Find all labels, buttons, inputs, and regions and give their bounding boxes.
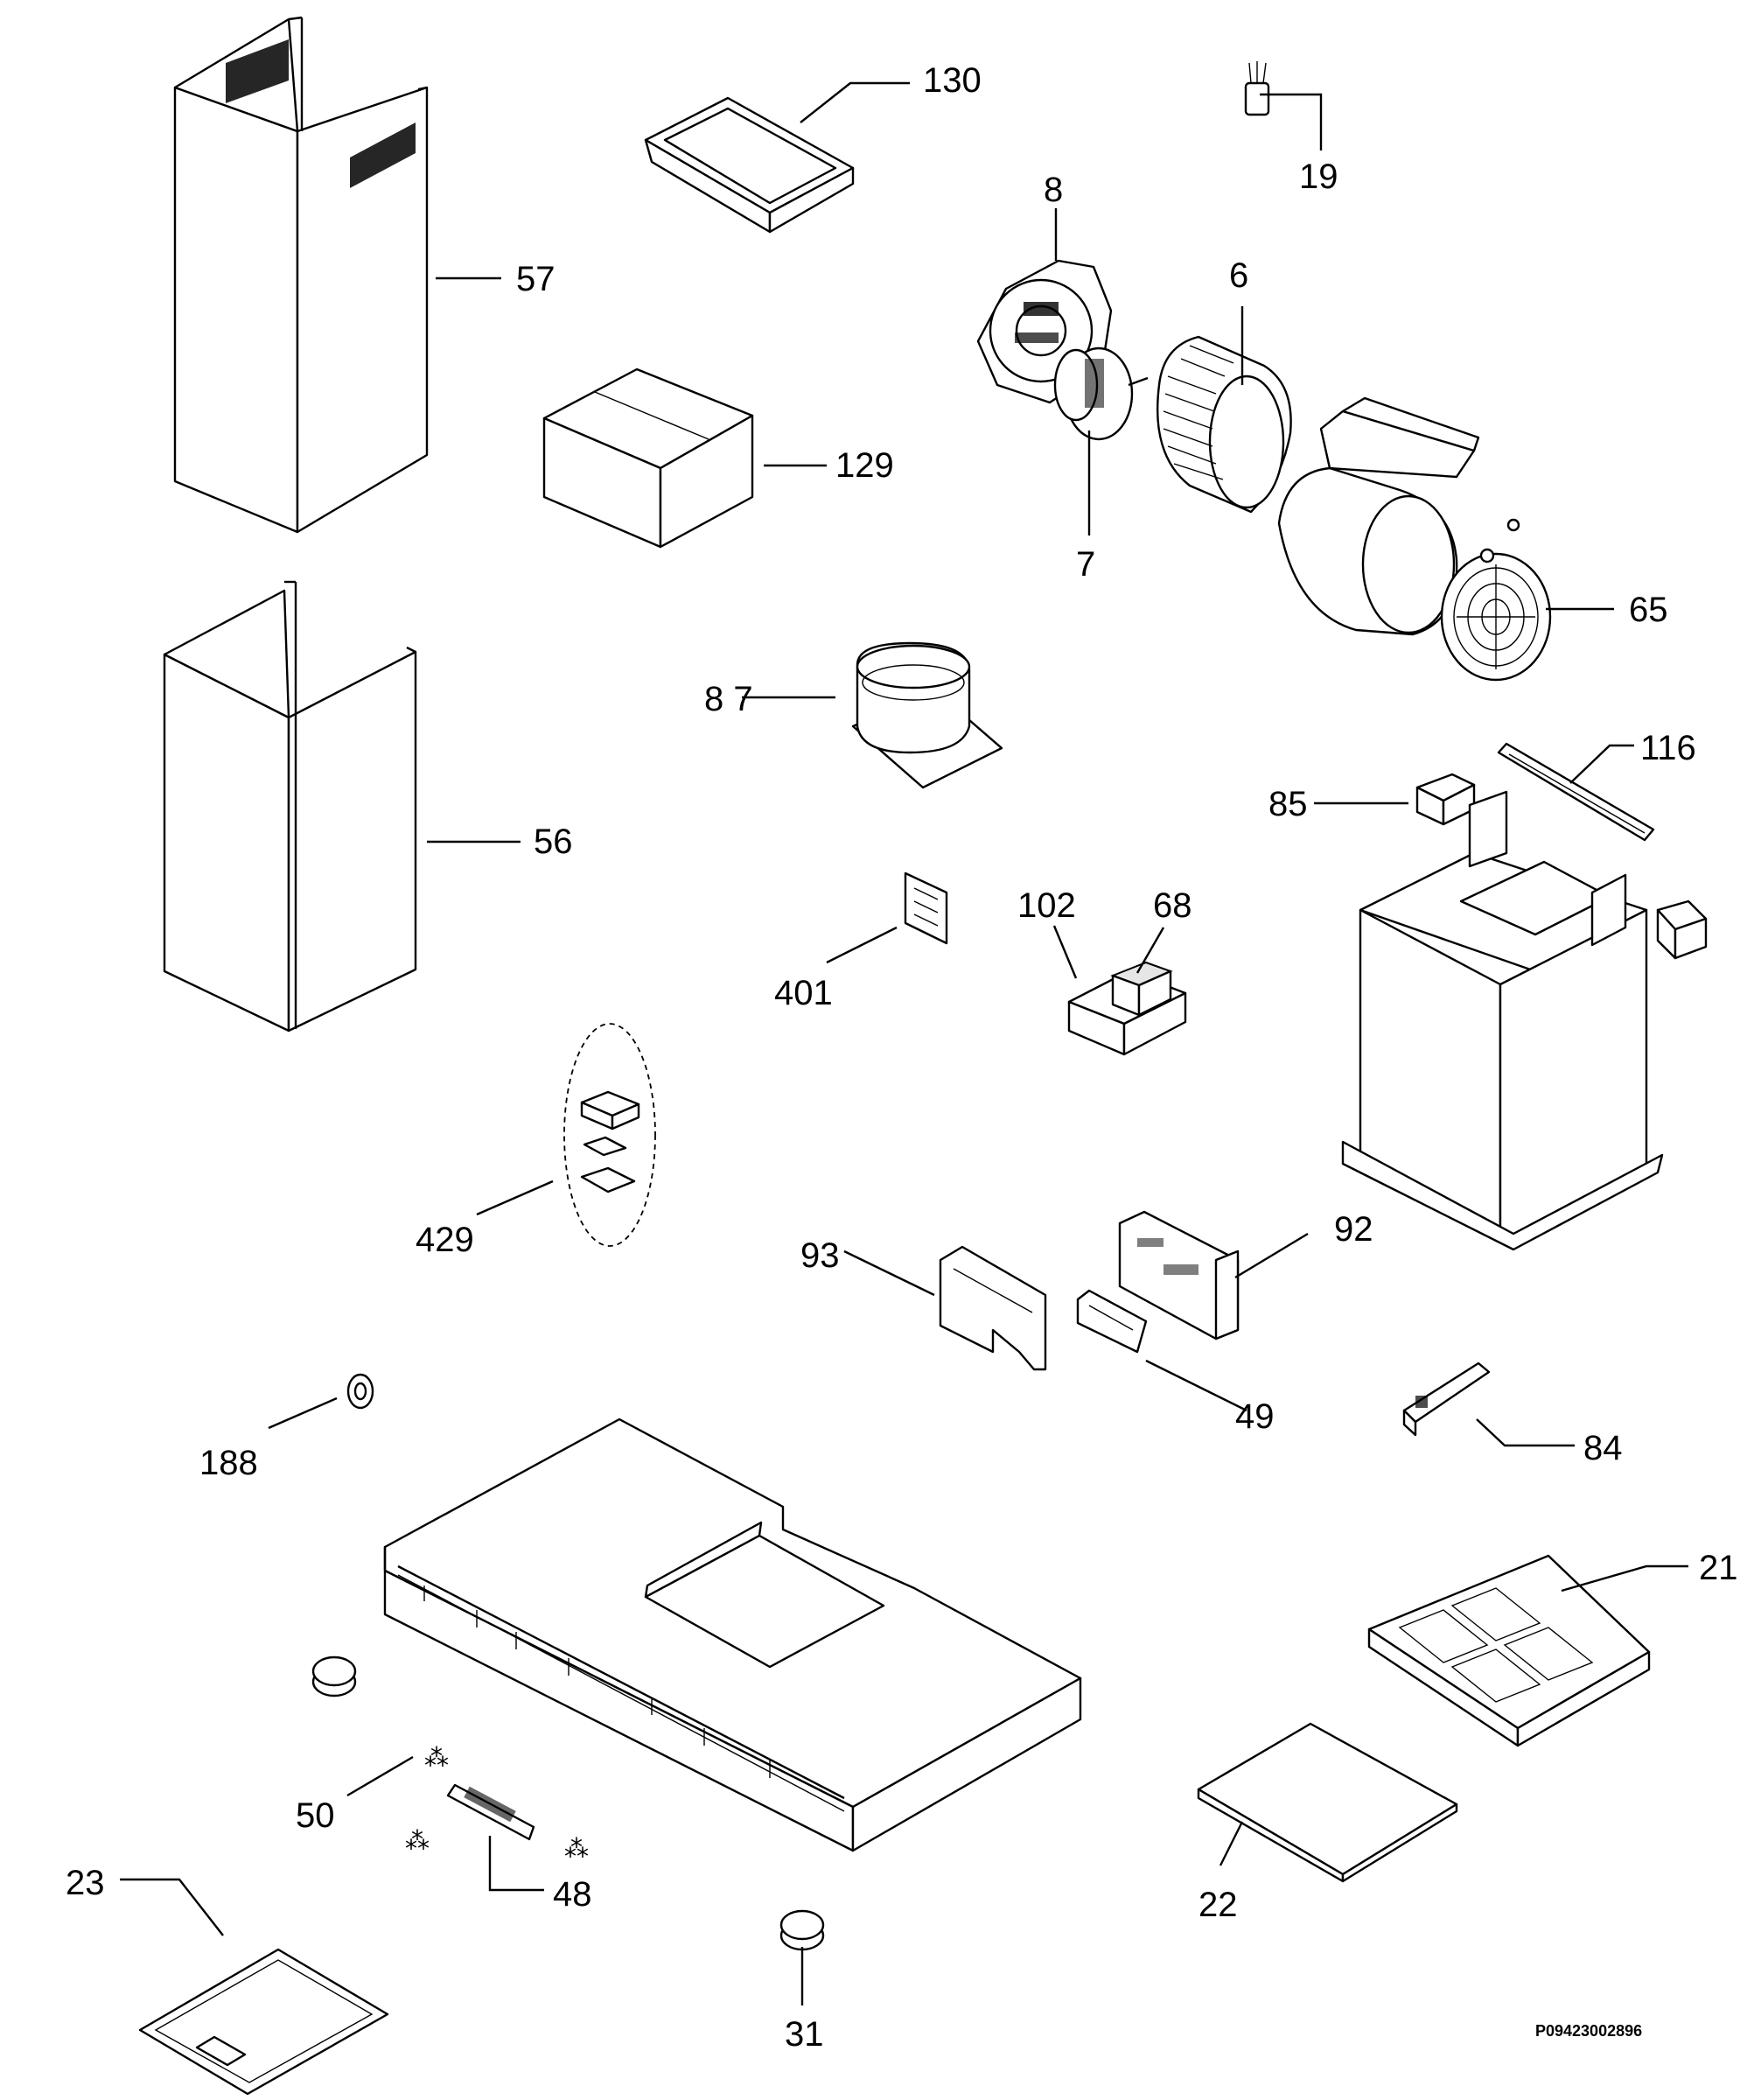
leader-lines — [120, 81, 1688, 2006]
part-429-control-group — [563, 1023, 656, 1247]
document-reference: P09423002896 — [1535, 2022, 1642, 2040]
callout-401: 401 — [774, 974, 833, 1012]
part-65-fan-grille — [1440, 518, 1552, 682]
callout-85: 85 — [1268, 785, 1308, 823]
part-23-grease-filter — [138, 1948, 389, 2096]
vent-grille-right — [350, 122, 416, 188]
knob-left — [311, 1656, 357, 1698]
callout-22: 22 — [1198, 1886, 1238, 1924]
callout-19: 19 — [1299, 158, 1338, 196]
callout-57: 57 — [516, 260, 556, 298]
part-57-upper-chimney — [173, 16, 429, 534]
callout-labels: 130 19 8 6 57 129 7 65 8 7 116 85 56 102… — [66, 61, 1738, 2054]
callout-92: 92 — [1334, 1210, 1373, 1249]
part-31-knob — [779, 1909, 825, 1951]
part-116-rail — [1497, 742, 1655, 842]
part-50-clips: ⁂ ⁂ ⁂ — [405, 1744, 589, 1862]
callout-68: 68 — [1153, 886, 1192, 925]
part-49-control-board — [1076, 1289, 1148, 1354]
part-7-motor — [1053, 346, 1149, 441]
callout-65: 65 — [1629, 591, 1668, 629]
part-56-lower-chimney — [163, 580, 417, 1032]
part-21-filter-frame — [1367, 1554, 1651, 1747]
callout-93: 93 — [800, 1236, 840, 1275]
svg-text:⁂: ⁂ — [424, 1744, 449, 1771]
callout-48: 48 — [553, 1875, 592, 1914]
callout-102: 102 — [1017, 886, 1076, 925]
callout-8: 8 — [1044, 171, 1063, 209]
callout-188: 188 — [199, 1444, 258, 1482]
callout-116: 116 — [1640, 729, 1696, 767]
callout-130: 130 — [923, 61, 982, 100]
part-48-key-strip — [446, 1783, 535, 1841]
part-22-filter-pad — [1197, 1722, 1458, 1883]
part-93-pcb — [939, 1245, 1047, 1371]
callout-31: 31 — [785, 2015, 824, 2054]
part-102-68-transformer-module — [1067, 961, 1187, 1056]
part-19-capacitor — [1244, 61, 1270, 116]
callout-129: 129 — [835, 446, 894, 485]
vent-grille-left — [226, 39, 289, 103]
part-87-air-outlet — [851, 641, 1003, 789]
part-130-bracket — [644, 96, 855, 234]
part-188-nut — [346, 1373, 374, 1410]
part-401-small-board — [904, 872, 948, 945]
callout-84: 84 — [1583, 1429, 1623, 1467]
part-6-fan-wheel — [1156, 335, 1292, 514]
callout-21: 21 — [1699, 1549, 1738, 1587]
callout-23: 23 — [66, 1864, 105, 1902]
callout-87: 8 7 — [704, 680, 753, 718]
svg-text:⁂: ⁂ — [564, 1835, 589, 1862]
callout-56: 56 — [534, 822, 573, 861]
part-84-switch — [1402, 1362, 1491, 1437]
callout-49: 49 — [1235, 1397, 1275, 1436]
motor-housing — [1341, 790, 1708, 1251]
part-92-electronics-bracket — [1118, 1210, 1240, 1340]
part-129-box — [542, 368, 754, 549]
svg-text:⁂: ⁂ — [405, 1827, 430, 1854]
hood-main-body — [383, 1418, 1082, 1852]
part-85-block — [1415, 773, 1476, 826]
callout-7: 7 — [1076, 545, 1095, 584]
fan-housing — [1277, 396, 1480, 636]
callout-6: 6 — [1229, 256, 1248, 295]
callout-50: 50 — [296, 1796, 335, 1835]
callout-429: 429 — [416, 1221, 474, 1259]
